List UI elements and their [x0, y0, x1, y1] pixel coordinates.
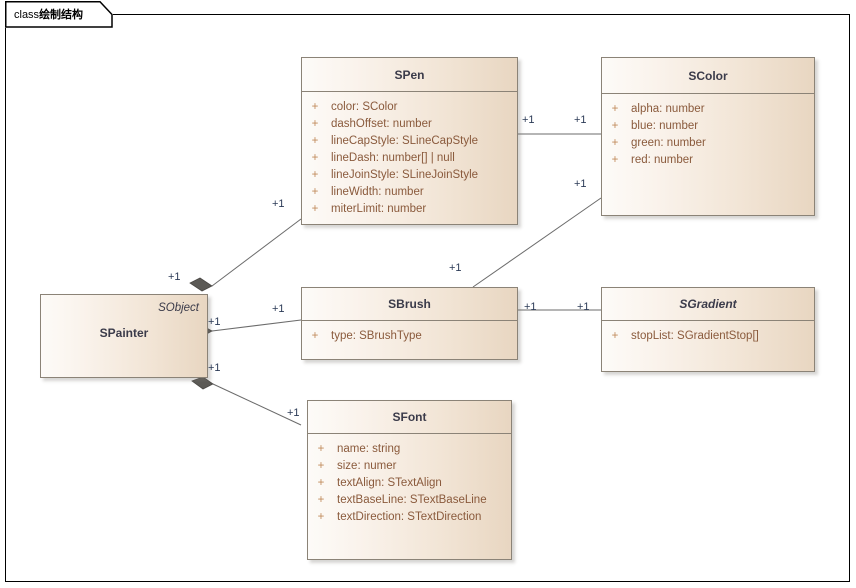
- class-box-sgradient[interactable]: SGradient + stopList: SGradientStop[]: [601, 287, 815, 372]
- multiplicity-font-painter: +1: [287, 407, 300, 419]
- visibility-marker: +: [311, 135, 319, 147]
- visibility-marker: +: [311, 169, 319, 181]
- attribute-text: dashOffset: number: [331, 118, 432, 130]
- multiplicity-painter-font: +1: [208, 362, 221, 374]
- class-name-sgradient: SGradient: [679, 297, 737, 311]
- class-attributes-sbrush: + type: SBrushType: [302, 321, 517, 345]
- class-title-sgradient: SGradient: [602, 288, 814, 321]
- multiplicity-brush-painter: +1: [272, 303, 285, 315]
- class-attributes-sfont: + name: string + size: numer + textAlign…: [308, 434, 511, 526]
- attribute-text: textBaseLine: STextBaseLine: [337, 494, 487, 506]
- association-painter-font: [191, 376, 302, 426]
- attribute-text: color: SColor: [331, 101, 398, 113]
- multiplicity-brush-color: +1: [449, 262, 462, 274]
- class-name-sbrush: SBrush: [388, 297, 431, 311]
- attribute-text: lineCapStyle: SLineCapStyle: [331, 135, 479, 147]
- attribute-text: red: number: [631, 154, 694, 166]
- attribute-row: + size: numer: [308, 458, 511, 475]
- class-box-spainter[interactable]: SObject SPainter: [40, 294, 208, 378]
- association-painter-pen: [189, 218, 302, 292]
- attribute-row: + alpha: number: [602, 101, 814, 118]
- visibility-marker: +: [311, 330, 319, 342]
- attribute-row: + green: number: [602, 135, 814, 152]
- attribute-text: stopList: SGradientStop[]: [631, 330, 759, 342]
- attribute-row: + lineWidth: number: [302, 184, 517, 201]
- visibility-marker: +: [611, 330, 619, 342]
- multiplicity-painter-brush: +1: [208, 316, 221, 328]
- class-title-sfont: SFont: [308, 401, 511, 434]
- multiplicity-brush-gradient: +1: [524, 301, 537, 313]
- class-attributes-sgradient: + stopList: SGradientStop[]: [602, 321, 814, 345]
- attribute-text: miterLimit: number: [331, 203, 427, 215]
- class-box-spen[interactable]: SPen + color: SColor + dashOffset: numbe…: [301, 57, 518, 225]
- attribute-row: + textDirection: STextDirection: [308, 509, 511, 526]
- attribute-text: lineDash: number[] | null: [331, 152, 455, 164]
- diagram-title-text: class绘制结构: [14, 6, 83, 22]
- attribute-text: name: string: [337, 443, 401, 455]
- attribute-text: type: SBrushType: [331, 330, 422, 342]
- attribute-row: + textBaseLine: STextBaseLine: [308, 492, 511, 509]
- class-box-sfont[interactable]: SFont + name: string + size: numer + tex…: [307, 400, 512, 560]
- multiplicity-pen-painter: +1: [272, 198, 285, 210]
- attribute-text: lineJoinStyle: SLineJoinStyle: [331, 169, 479, 181]
- class-title-sbrush: SBrush: [302, 288, 517, 321]
- multiplicity-color-pen: +1: [574, 114, 587, 126]
- visibility-marker: +: [317, 443, 325, 455]
- class-name-spainter: SPainter: [99, 326, 149, 340]
- attribute-row: + lineJoinStyle: SLineJoinStyle: [302, 167, 517, 184]
- class-name-sfont: SFont: [392, 410, 427, 424]
- visibility-marker: +: [611, 154, 619, 166]
- attribute-text: size: numer: [337, 460, 397, 472]
- visibility-marker: +: [311, 101, 319, 113]
- class-attributes-spen: + color: SColor + dashOffset: number + l…: [302, 92, 517, 218]
- class-name-spen: SPen: [394, 68, 425, 82]
- attribute-text: blue: number: [631, 120, 699, 132]
- visibility-marker: +: [311, 118, 319, 130]
- attribute-row: + red: number: [602, 152, 814, 169]
- class-title-spen: SPen: [302, 58, 517, 92]
- attribute-text: green: number: [631, 137, 706, 149]
- class-box-sbrush[interactable]: SBrush + type: SBrushType: [301, 287, 518, 360]
- multiplicity-pen-color: +1: [522, 114, 535, 126]
- visibility-marker: +: [311, 152, 319, 164]
- attribute-row: + lineCapStyle: SLineCapStyle: [302, 133, 517, 150]
- attribute-row: + type: SBrushType: [302, 328, 517, 345]
- attribute-row: + color: SColor: [302, 99, 517, 116]
- multiplicity-painter-pen: +1: [168, 271, 181, 283]
- attribute-text: lineWidth: number: [331, 186, 424, 198]
- visibility-marker: +: [611, 103, 619, 115]
- attribute-row: + lineDash: number[] | null: [302, 150, 517, 167]
- diagram-title-tab[interactable]: class绘制结构: [5, 1, 113, 28]
- attribute-row: + name: string: [308, 441, 511, 458]
- visibility-marker: +: [311, 203, 319, 215]
- attribute-row: + blue: number: [602, 118, 814, 135]
- visibility-marker: +: [611, 137, 619, 149]
- attribute-text: alpha: number: [631, 103, 705, 115]
- class-name-scolor: SColor: [688, 69, 728, 83]
- visibility-marker: +: [317, 511, 325, 523]
- visibility-marker: +: [317, 477, 325, 489]
- diagram-keyword: class: [14, 9, 40, 21]
- multiplicity-color-brush: +1: [574, 178, 587, 190]
- visibility-marker: +: [311, 186, 319, 198]
- visibility-marker: +: [611, 120, 619, 132]
- visibility-marker: +: [317, 494, 325, 506]
- tab-shape-icon: [5, 1, 113, 28]
- attribute-row: + dashOffset: number: [302, 116, 517, 133]
- attribute-row: + textAlign: STextAlign: [308, 475, 511, 492]
- attribute-row: + miterLimit: number: [302, 201, 517, 218]
- attribute-text: textAlign: STextAlign: [337, 477, 442, 489]
- class-box-scolor[interactable]: SColor + alpha: number + blue: number + …: [601, 57, 815, 216]
- attribute-text: textDirection: STextDirection: [337, 511, 482, 523]
- attribute-row: + stopList: SGradientStop[]: [602, 328, 814, 345]
- class-stereotype-sobject: SObject: [158, 302, 199, 314]
- class-attributes-scolor: + alpha: number + blue: number + green: …: [602, 94, 814, 169]
- multiplicity-gradient-brush: +1: [577, 301, 590, 313]
- diagram-name: 绘制结构: [39, 9, 84, 21]
- class-title-scolor: SColor: [602, 58, 814, 94]
- visibility-marker: +: [317, 460, 325, 472]
